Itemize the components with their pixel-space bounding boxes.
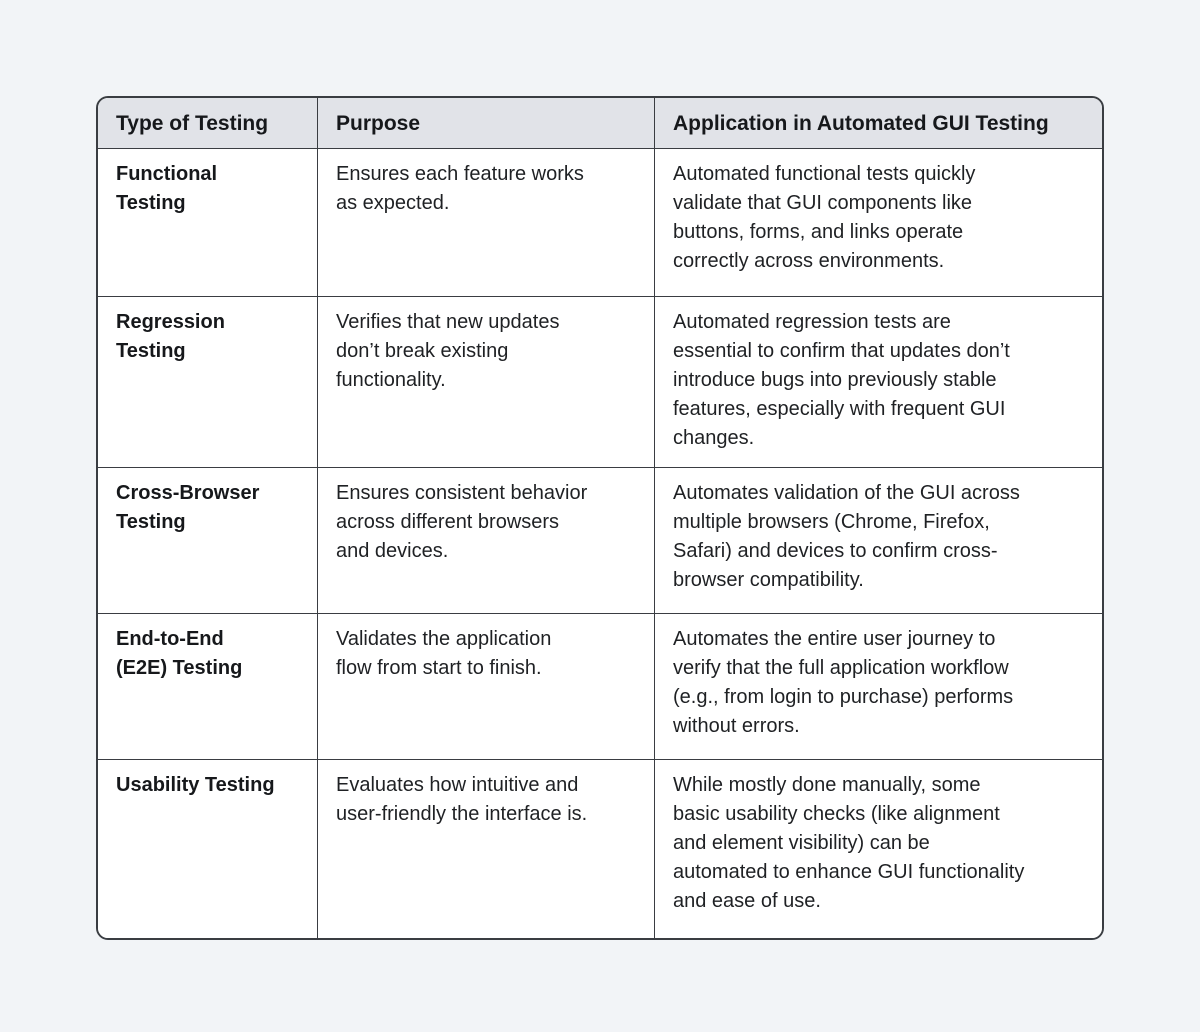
table-row-end-to-end-testing: End-to-End (E2E) Testing Validates the a… — [98, 613, 1102, 759]
cell-application: Automated regression tests are essential… — [654, 297, 1102, 467]
cell-type: Regression Testing — [116, 311, 225, 362]
table-row-cross-browser-testing: Cross-Browser Testing Ensures consistent… — [98, 467, 1102, 613]
cell-type: Functional Testing — [116, 163, 218, 214]
table-row-functional-testing: Functional Testing Ensures each feature … — [98, 148, 1102, 296]
cell-type: End-to-End (E2E) Testing — [116, 628, 243, 679]
testing-types-table: Type of Testing Purpose Application in A… — [96, 96, 1104, 940]
column-header-application: Application in Automated GUI Testing — [654, 98, 1102, 148]
cell-purpose: Ensures consistent behavior across diffe… — [317, 468, 654, 613]
cell-purpose: Validates the application flow from star… — [317, 614, 654, 759]
cell-application: Automates the entire user journey to ver… — [654, 614, 1102, 759]
table-header-row: Type of Testing Purpose Application in A… — [98, 98, 1102, 148]
cell-purpose: Evaluates how intuitive and user-friendl… — [317, 760, 654, 938]
cell-type: Usability Testing — [116, 774, 275, 796]
cell-purpose: Verifies that new updates don’t break ex… — [317, 297, 654, 467]
table-row-usability-testing: Usability Testing Evaluates how intuitiv… — [98, 759, 1102, 938]
cell-application: While mostly done manually, some basic u… — [654, 760, 1102, 938]
column-header-purpose: Purpose — [317, 98, 654, 148]
cell-type: Cross-Browser Testing — [116, 482, 260, 533]
cell-application: Automated functional tests quickly valid… — [654, 149, 1102, 296]
column-header-type-of-testing: Type of Testing — [116, 111, 269, 135]
table-row-regression-testing: Regression Testing Verifies that new upd… — [98, 296, 1102, 467]
cell-application: Automates validation of the GUI across m… — [654, 468, 1102, 613]
cell-purpose: Ensures each feature works as expected. — [317, 149, 654, 296]
